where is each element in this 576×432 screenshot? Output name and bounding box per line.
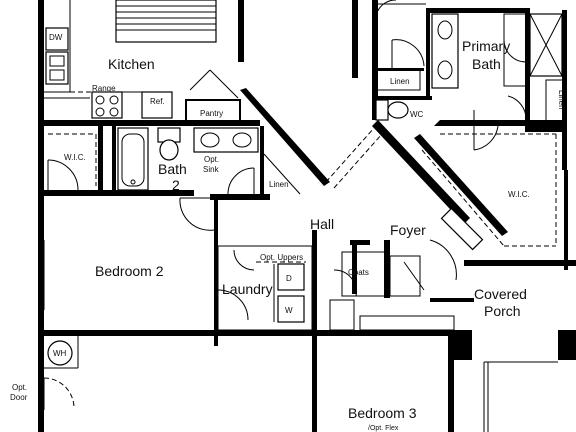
range xyxy=(91,91,123,119)
bath-2 xyxy=(117,126,301,231)
label-opt-sink-2: Sink xyxy=(203,165,220,174)
bedroom-3 xyxy=(43,336,558,432)
washer xyxy=(277,295,305,323)
label-dryer: D xyxy=(286,274,292,283)
label-laundry: Laundry xyxy=(222,281,273,297)
label-coats: Coats xyxy=(348,268,369,277)
kitchen xyxy=(44,0,241,123)
kitchen-sink xyxy=(45,51,69,85)
label-linen-primary: Linen xyxy=(390,77,410,86)
label-opt-door-2: Door xyxy=(10,393,28,402)
vanity xyxy=(193,127,259,153)
diagonal-walls xyxy=(240,88,566,236)
water-heater xyxy=(47,340,73,366)
label-bath2: Bath xyxy=(158,161,187,177)
wc-bowl xyxy=(387,101,409,119)
label-covered-porch-2: Porch xyxy=(484,303,521,319)
label-washer: W xyxy=(285,306,293,315)
label-hall: Hall xyxy=(310,216,334,232)
dryer xyxy=(277,263,305,291)
label-wh: WH xyxy=(53,349,67,358)
label-wic-primary: W.I.C. xyxy=(508,190,530,199)
label-covered-porch: Covered xyxy=(474,286,527,302)
bedroom-2 xyxy=(41,240,45,310)
label-linen-hall: Linen xyxy=(269,180,289,189)
left-wic xyxy=(47,133,97,191)
label-bedroom3: Bedroom 3 xyxy=(348,405,417,421)
foyer xyxy=(329,207,484,331)
double-vanity xyxy=(431,13,459,89)
laundry xyxy=(217,245,313,331)
label-dw: DW xyxy=(49,33,63,42)
label-wc: WC xyxy=(410,110,424,119)
primary-wic xyxy=(421,133,557,247)
label-opt-door: Opt. xyxy=(12,383,27,392)
label-bath2-number: 2 xyxy=(172,177,180,193)
label-bedroom2: Bedroom 2 xyxy=(95,263,164,279)
label-wic-left: W.I.C. xyxy=(64,153,86,162)
pantry xyxy=(185,99,241,123)
label-opt-flex: /Opt. Flex xyxy=(368,425,399,432)
toilet-bowl xyxy=(159,139,179,161)
walls xyxy=(38,0,576,432)
room-labels: Kitchen DW Range Ref. Pantry W.I.C. Bath… xyxy=(10,33,566,432)
label-foyer: Foyer xyxy=(390,222,426,238)
label-ref: Ref. xyxy=(150,97,165,106)
label-primary-bath: Primary xyxy=(462,38,510,54)
label-opt-uppers: Opt. Uppers xyxy=(260,253,303,262)
label-linen-vertical: Linen xyxy=(557,90,566,110)
wc-tank xyxy=(375,99,389,121)
primary-bath xyxy=(375,0,565,151)
dishwasher xyxy=(45,27,69,51)
label-range: Range xyxy=(92,84,116,93)
label-opt-sink: Opt. xyxy=(204,155,219,164)
label-primary-bath-2: Bath xyxy=(472,56,501,72)
label-kitchen: Kitchen xyxy=(108,56,155,72)
refrigerator xyxy=(141,91,173,119)
label-pantry: Pantry xyxy=(200,109,223,118)
